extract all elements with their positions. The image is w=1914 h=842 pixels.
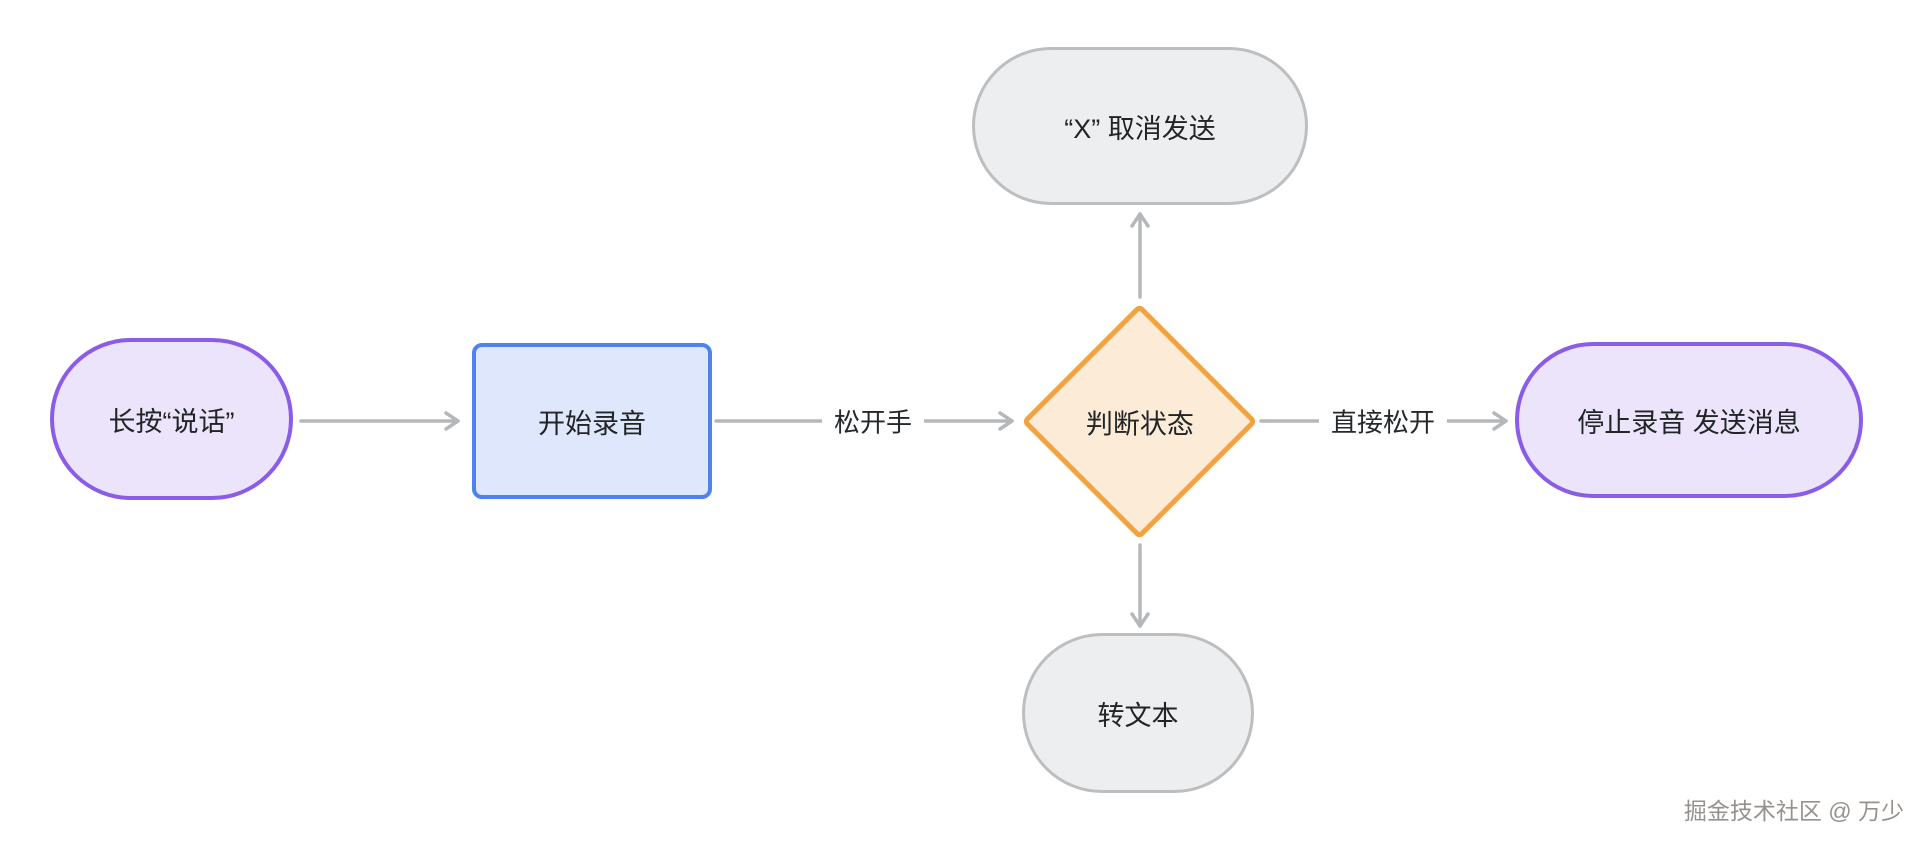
node-cancel-label: “X” 取消发送 bbox=[1064, 113, 1216, 144]
node-start-long-press: 长按“说话” bbox=[50, 338, 293, 500]
node-totext-label: 转文本 bbox=[1097, 700, 1179, 731]
node-start-label: 长按“说话” bbox=[108, 406, 235, 437]
node-cancel-send: “X” 取消发送 bbox=[972, 47, 1308, 205]
node-start-recording: 开始录音 bbox=[472, 343, 712, 499]
node-decision-label: 判断状态 bbox=[1085, 409, 1194, 439]
watermark-text: 掘金技术社区 @ 万少 bbox=[1683, 798, 1904, 824]
node-record-label: 开始录音 bbox=[538, 408, 646, 439]
node-stop-send: 停止录音 发送消息 bbox=[1515, 342, 1863, 498]
edge-label-direct-release: 直接松开 bbox=[1318, 400, 1448, 442]
edge-label-release-hand: 松开手 bbox=[821, 400, 925, 442]
node-to-text: 转文本 bbox=[1022, 633, 1254, 793]
node-stop-label: 停止录音 发送消息 bbox=[1577, 407, 1801, 438]
